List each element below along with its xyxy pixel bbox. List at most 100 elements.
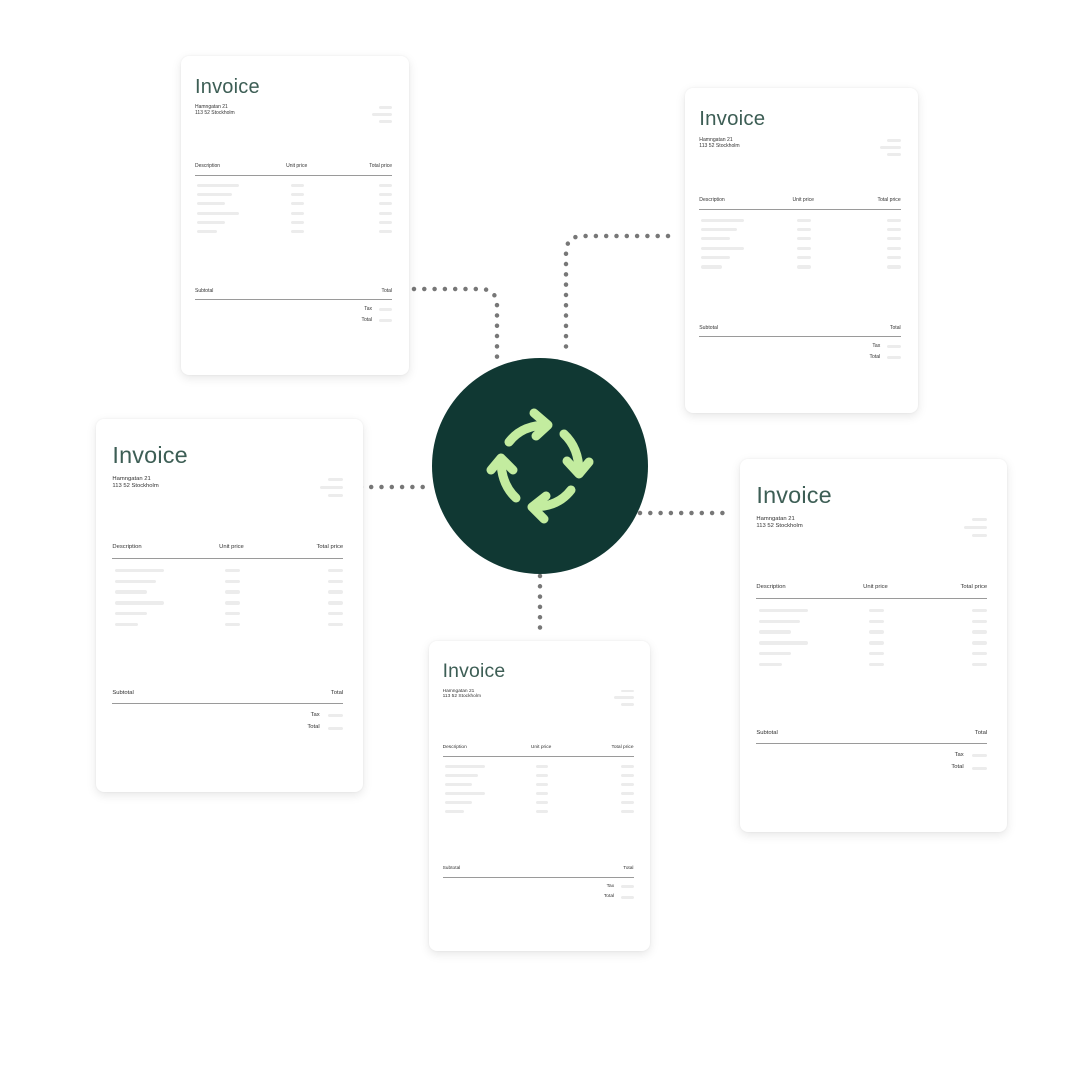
header-placeholder-bar	[963, 525, 988, 530]
column-header-total-price: Total price	[611, 744, 634, 750]
invoice-address: Hamngatan 21 113 52 Stockholm	[195, 104, 235, 117]
total-label: Total	[361, 317, 372, 323]
line-item-placeholder-bar	[535, 809, 549, 813]
column-header-total-price: Total price	[877, 197, 901, 204]
tax-value-placeholder	[971, 753, 988, 758]
line-item-placeholder-bar	[224, 622, 241, 627]
line-item-placeholder-bar	[971, 630, 988, 634]
table-header-divider	[756, 598, 988, 600]
subtotal-total-label: Total	[889, 324, 901, 331]
line-item-placeholder-bar	[114, 622, 139, 627]
line-item-placeholder-bar	[758, 619, 800, 624]
header-placeholder-bar	[620, 689, 634, 693]
line-item-placeholder-bar	[379, 211, 392, 215]
line-item-placeholder-bar	[224, 590, 241, 594]
address-line-2: 113 52 Stockholm	[112, 483, 159, 490]
line-item-placeholder-bar	[224, 611, 241, 616]
header-placeholder-bar	[880, 146, 901, 150]
line-item-placeholder-bar	[971, 641, 988, 645]
tax-label: Tax	[954, 751, 964, 758]
line-item-placeholder-bar	[535, 774, 549, 777]
line-item-placeholder-bar	[444, 774, 479, 777]
line-item-placeholder-bar	[701, 265, 722, 269]
line-item-placeholder-bar	[291, 184, 305, 187]
line-item-placeholder-bar	[224, 579, 241, 584]
line-item-placeholder-bar	[887, 246, 901, 250]
subtotal-divider	[112, 703, 344, 705]
total-value-placeholder	[379, 319, 392, 322]
line-item-placeholder-bar	[971, 662, 988, 667]
line-item-placeholder-bar	[535, 791, 549, 795]
total-label: Total	[307, 724, 320, 731]
tax-value-placeholder	[327, 713, 344, 718]
header-placeholder-bar	[379, 106, 392, 109]
line-item-placeholder-bar	[797, 227, 811, 231]
line-item-placeholder-bar	[327, 611, 344, 616]
line-item-placeholder-bar	[327, 622, 344, 627]
line-item-placeholder-bar	[868, 641, 885, 645]
address-line-1: Hamngatan 21	[112, 476, 151, 483]
header-placeholder-bar	[971, 517, 988, 521]
line-item-placeholder-bar	[327, 579, 344, 584]
line-item-placeholder-bar	[444, 800, 472, 804]
column-header-total-price: Total price	[316, 544, 344, 551]
line-item-placeholder-bar	[620, 800, 634, 804]
subtotal-label: Subtotal	[442, 866, 461, 872]
subtotal-divider	[756, 743, 988, 745]
line-item-placeholder-bar	[114, 579, 156, 584]
invoice-title: Invoice	[442, 660, 506, 683]
header-placeholder-bar	[327, 493, 344, 498]
line-item-placeholder-bar	[620, 809, 634, 813]
subtotal-total-label: Total	[330, 690, 344, 697]
invoice-card-bottom: Invoice Hamngatan 21 113 52 Stockholm De…	[429, 641, 650, 951]
tax-value-placeholder	[620, 885, 634, 889]
line-item-placeholder-bar	[887, 265, 901, 269]
line-item-placeholder-bar	[887, 227, 901, 231]
invoice-address: Hamngatan 21 113 52 Stockholm	[699, 137, 739, 150]
invoice-card-left: Invoice Hamngatan 21 113 52 Stockholm De…	[96, 419, 363, 792]
line-item-placeholder-bar	[701, 227, 737, 231]
address-line-2: 113 52 Stockholm	[442, 694, 481, 700]
invoice-address: Hamngatan 21 113 52 Stockholm	[443, 689, 481, 700]
line-item-placeholder-bar	[197, 193, 232, 197]
subtotal-total-label: Total	[623, 866, 634, 872]
line-item-placeholder-bar	[868, 608, 885, 613]
line-item-placeholder-bar	[620, 774, 634, 777]
column-header-unit-price: Unit price	[863, 584, 888, 591]
column-header-unit-price: Unit price	[792, 197, 814, 204]
column-header-total-price: Total price	[960, 584, 988, 591]
total-value-placeholder	[620, 896, 634, 900]
address-line-1: Hamngatan 21	[756, 516, 795, 523]
line-item-placeholder-bar	[379, 202, 392, 206]
invoice-address: Hamngatan 21 113 52 Stockholm	[756, 516, 802, 529]
column-header-description: Description	[756, 584, 786, 591]
line-item-placeholder-bar	[114, 590, 148, 594]
invoice-card-top-left: Invoice Hamngatan 21 113 52 Stockholm De…	[181, 56, 409, 375]
invoice-address: Hamngatan 21 113 52 Stockholm	[112, 476, 158, 489]
subtotal-divider	[195, 299, 392, 300]
line-item-placeholder-bar	[797, 246, 811, 250]
line-item-placeholder-bar	[197, 211, 239, 215]
line-item-placeholder-bar	[291, 211, 305, 215]
line-item-placeholder-bar	[327, 590, 344, 594]
invoice-card-top-right: Invoice Hamngatan 21 113 52 Stockholm De…	[685, 88, 918, 413]
line-item-placeholder-bar	[797, 237, 811, 241]
line-item-placeholder-bar	[291, 230, 305, 233]
line-item-placeholder-bar	[868, 630, 885, 634]
column-header-unit-price: Unit price	[286, 163, 308, 169]
line-item-placeholder-bar	[868, 651, 885, 656]
line-item-placeholder-bar	[701, 256, 730, 260]
subtotal-label: Subtotal	[756, 730, 778, 737]
column-header-description: Description	[195, 163, 221, 169]
sync-arrows-icon	[486, 408, 594, 524]
column-header-description: Description	[699, 197, 725, 204]
column-header-description: Description	[112, 544, 142, 551]
line-item-placeholder-bar	[444, 783, 472, 786]
subtotal-divider	[699, 335, 901, 337]
tax-value-placeholder	[887, 345, 901, 349]
total-label: Total	[951, 764, 964, 771]
address-line-2: 113 52 Stockholm	[756, 523, 803, 530]
line-item-placeholder-bar	[868, 662, 885, 667]
line-item-placeholder-bar	[797, 218, 811, 222]
